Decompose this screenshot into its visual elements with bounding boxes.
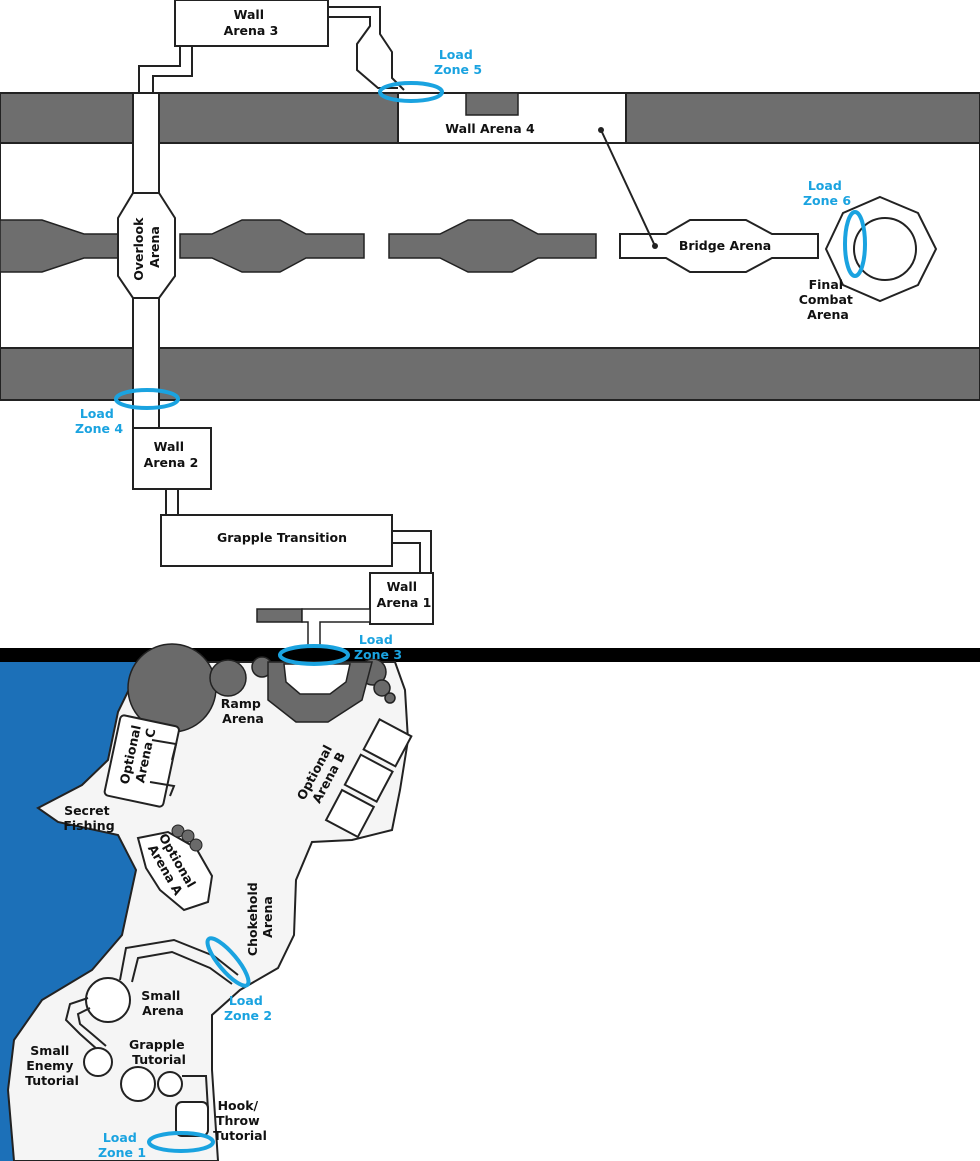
load-zone-ring-1 — [147, 1131, 215, 1153]
path-grapple-wa1-inner — [392, 542, 421, 573]
small-arena-loop — [64, 997, 99, 1051]
bridge-segment-3 — [388, 219, 597, 273]
grapple-tutorial-room — [83, 1047, 113, 1077]
load-zone-ring-4 — [114, 388, 180, 410]
label-wall-arena-2: Wall Arena 2 — [144, 439, 199, 470]
label-wall-arena-1: Wall Arena 1 — [377, 579, 432, 610]
label-chokehold-arena: Chokehold Arena — [245, 878, 275, 956]
label-ramp-arena: Ramp Arena — [221, 696, 265, 726]
label-load-zone-4: Load Zone 4 — [75, 406, 123, 436]
wall-arena-1-room — [369, 572, 434, 625]
rock — [384, 692, 396, 704]
bridge-arena-shape — [619, 219, 819, 273]
grapple-transition-room — [160, 514, 393, 567]
label-bridge-arena: Bridge Arena — [679, 238, 771, 253]
optional-arena-b-rooms — [324, 718, 413, 839]
label-secret-fishing: Secret Fishing — [63, 803, 114, 833]
wall-arena-3-room — [174, 0, 329, 47]
bridge-segment-2 — [179, 219, 365, 273]
label-load-zone-3: Load Zone 3 — [354, 632, 402, 662]
load-zone-ring-3 — [278, 644, 350, 666]
label-wall-arena-3: Wall Arena 3 — [224, 7, 279, 38]
label-hook-throw-tutorial: Hook/ Throw Tutorial — [213, 1098, 267, 1143]
path-wa3-overlook-outer — [138, 46, 181, 93]
path-grapple-wa1-outer — [392, 530, 432, 573]
hook-throw-room — [175, 1101, 209, 1137]
final-combat-arena-ring — [853, 217, 917, 281]
rock — [373, 679, 391, 697]
grapple-tutorial-room — [120, 1066, 156, 1102]
grapple-tutorial-room — [157, 1071, 183, 1097]
rock — [189, 838, 203, 852]
small-arena-loop-inner — [76, 1007, 107, 1047]
chokehold-passage — [119, 938, 239, 981]
load-zone-ring-5 — [378, 81, 444, 103]
label-load-zone-2: Load Zone 2 — [224, 993, 272, 1023]
small-arena-room — [85, 977, 131, 1023]
drop-arrow-start — [598, 127, 604, 133]
optional-arena-c-wall — [149, 781, 176, 797]
path-wa3-lz5-inner — [328, 16, 398, 89]
label-small-arena: Small Arena — [141, 988, 184, 1018]
overlook-arena-shape — [117, 192, 176, 299]
label-grapple-tutorial: Grapple Tutorial — [129, 1037, 189, 1067]
label-grapple-transition: Grapple Transition — [217, 530, 347, 545]
label-small-enemy-tutorial: Small Enemy Tutorial — [25, 1043, 79, 1088]
label-load-zone-5: Load Zone 5 — [434, 47, 482, 77]
label-load-zone-6: Load Zone 6 — [803, 178, 851, 208]
drop-arrow-end — [652, 243, 658, 249]
chokehold-passage-inner — [131, 950, 233, 985]
label-wall-arena-4: Wall Arena 4 — [445, 121, 535, 136]
label-final-combat-arena: Final Combat Arena — [799, 277, 858, 322]
rock — [181, 829, 195, 843]
path-wa3-lz5-outer — [328, 6, 405, 91]
wall-arena-4-block — [465, 92, 519, 116]
load-zone-ring-6 — [843, 210, 867, 278]
optional-arena-c-wall — [151, 739, 178, 761]
rock — [209, 659, 247, 697]
label-overlook-arena: Overlook Arena — [131, 213, 162, 281]
load-zone-ring-2 — [205, 936, 251, 988]
wall-arena-1-ledge-dark — [256, 608, 303, 623]
label-load-zone-1: Load Zone 1 — [98, 1130, 146, 1160]
level-divider — [0, 648, 980, 662]
wall-arena-2-room — [132, 427, 212, 490]
ramp-arena-inner — [283, 663, 351, 695]
drop-arrow — [600, 129, 656, 247]
path-wa3-overlook-inner — [152, 46, 193, 93]
